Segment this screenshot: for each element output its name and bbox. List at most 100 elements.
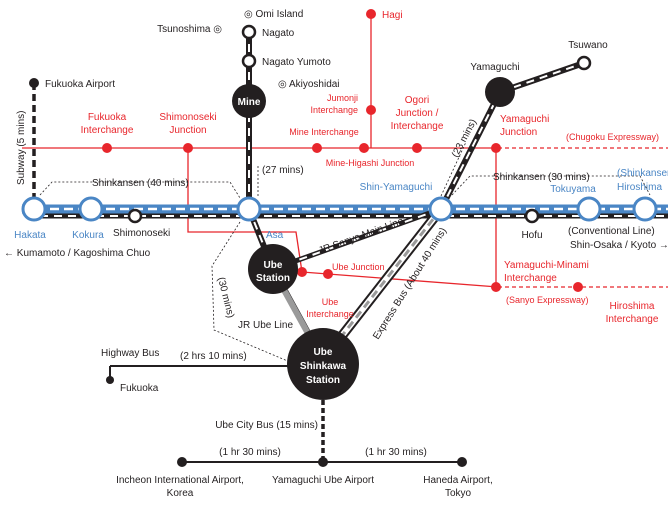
yamaguchi-ube-airport-dot[interactable] <box>318 457 328 467</box>
fukuoka-ic-dot <box>102 143 112 153</box>
fukuoka-ic-label-1: Fukuoka <box>88 112 127 123</box>
haneda-airport-dot[interactable] <box>457 457 467 467</box>
nagato-label: Nagato <box>262 28 295 39</box>
conventional-rail <box>40 30 668 362</box>
mine-label: Mine <box>238 97 261 108</box>
ube-station[interactable] <box>248 244 298 294</box>
hagi-label: Hagi <box>382 10 403 21</box>
nagato-station[interactable] <box>241 24 257 40</box>
ube-shinkawa-label-3: Station <box>306 375 340 386</box>
hagi-dot <box>366 9 376 19</box>
ube-shinkawa-label-1: Ube <box>314 347 333 358</box>
asa-station[interactable] <box>236 196 262 222</box>
conventional-line-label: (Conventional Line) <box>568 226 655 237</box>
shimonoseki-jct-label-1: Shimonoseki <box>159 112 216 123</box>
shin-osaka-kyoto-label: Shin-Osaka / Kyoto → <box>570 240 668 251</box>
ube-shinkawa-label-2: Shinkawa <box>300 361 347 372</box>
ogori-label-2: Junction / <box>396 108 439 119</box>
hofu-station[interactable] <box>524 208 540 224</box>
ube-jct-dot <box>323 269 333 279</box>
shinkansen-40-label: Shinkansen (40 mins) <box>92 178 189 189</box>
ube-ic-label-2: Interchange <box>306 309 354 319</box>
nagato-yumoto-station[interactable] <box>241 53 257 69</box>
yamaguchi-label: Yamaguchi <box>470 62 519 73</box>
ube-station-label-1: Ube <box>264 260 283 271</box>
chugoku-expressway-label: (Chugoku Expressway) <box>566 132 659 142</box>
hiroshima-label-1: (Shinkansen) <box>617 168 668 179</box>
yamaguchi-minami-dot <box>491 282 501 292</box>
incheon-airport-dot[interactable] <box>177 457 187 467</box>
kokura-station[interactable] <box>78 196 104 222</box>
mins-30-label: (30 mins) <box>215 276 236 319</box>
shimonoseki-jct-dot <box>183 143 193 153</box>
jumonji-label-1: Jumonji <box>327 93 358 103</box>
jumonji-dot <box>366 105 376 115</box>
fukuoka-airport-label: Fukuoka Airport <box>45 79 115 90</box>
tokuyama-station[interactable] <box>576 196 602 222</box>
hiroshima-ic-dot <box>573 282 583 292</box>
ube-ic-label-1: Ube <box>322 297 339 307</box>
jr-sanyo-main-line-label: JR Sanyo Main Line <box>317 216 405 257</box>
yamaguchi-minami-label-1: Yamaguchi-Minami <box>504 260 589 271</box>
highway-bus-time-label: (2 hrs 10 mins) <box>180 351 247 362</box>
tsuwano-station[interactable] <box>576 55 592 71</box>
kumamoto-label: ← Kumamoto / Kagoshima Chuo <box>4 248 151 259</box>
ogori-dot <box>412 143 422 153</box>
mine-higashi-jct-label: Mine-Higashi Junction <box>326 158 415 168</box>
mine-higashi-jct-dot <box>359 143 369 153</box>
hiroshima-ic-label-2: Interchange <box>606 314 659 325</box>
nagato-yumoto-label: Nagato Yumoto <box>262 57 331 68</box>
hiroshima-label-2: Hiroshima <box>617 182 662 193</box>
haneda-label-2: Tokyo <box>445 488 472 499</box>
shimonoseki-ube-road <box>187 148 303 273</box>
highway-bus-label: Highway Bus <box>101 348 159 359</box>
yamaguchi-station[interactable] <box>485 77 515 107</box>
yamaguchi-ube-airport-label: Yamaguchi Ube Airport <box>272 475 374 486</box>
flight-incheon-label: (1 hr 30 mins) <box>219 447 281 458</box>
tsuwano-label: Tsuwano <box>568 40 608 51</box>
mine-station[interactable] <box>232 84 266 118</box>
timing-brackets <box>39 141 651 363</box>
yamaguchi-jct-dot <box>491 143 501 153</box>
shinkansen-30-label: Shinkansen (30 mins) <box>493 172 590 183</box>
kokura-label: Kokura <box>72 230 104 241</box>
yamaguchi-jct-label-2: Junction <box>500 127 537 138</box>
ube-ic-dot <box>297 267 307 277</box>
sanyo-expressway-line <box>301 271 499 288</box>
ogori-label-1: Ogori <box>405 95 429 106</box>
hakata-station[interactable] <box>21 196 47 222</box>
yamaguchi-minami-label-2: Interchange <box>504 273 557 284</box>
fukuoka-airport-dot[interactable] <box>29 78 39 88</box>
incheon-label-2: Korea <box>167 488 194 499</box>
shin-yamaguchi-station[interactable] <box>428 196 454 222</box>
hofu-label: Hofu <box>521 230 542 241</box>
ube-city-bus-label: Ube City Bus (15 mins) <box>215 420 318 431</box>
asa-label: Asa <box>266 230 284 241</box>
akiyoshidai-label: ◎ Akiyoshidai <box>278 79 340 90</box>
fukuoka-ic-label-2: Interchange <box>81 125 134 136</box>
hiroshima-ic-label-1: Hiroshima <box>609 301 654 312</box>
ube-jct-label: Ube Junction <box>332 262 385 272</box>
omi-island-label: ◎ Omi Island <box>244 9 303 20</box>
shimonoseki-jct-label-2: Junction <box>169 125 206 136</box>
fukuoka-stop[interactable] <box>106 376 114 384</box>
interchange-dots <box>102 9 583 292</box>
tsunoshima-label: Tsunoshima ◎ <box>157 24 222 35</box>
shin-yamaguchi-label: Shin-Yamaguchi <box>360 182 433 193</box>
subway-label: Subway (5 mins) <box>16 111 27 185</box>
tokuyama-label: Tokuyama <box>550 184 596 195</box>
shimonoseki-station[interactable] <box>127 208 143 224</box>
flight-haneda-label: (1 hr 30 mins) <box>365 447 427 458</box>
ogori-label-3: Interchange <box>391 121 444 132</box>
sanyo-expressway-label: (Sanyo Expressway) <box>506 295 589 305</box>
mine-ic-label: Mine Interchange <box>289 127 359 137</box>
hakata-label: Hakata <box>14 230 46 241</box>
hiroshima-station[interactable] <box>632 196 658 222</box>
ube-shinkawa-station[interactable] <box>287 328 359 400</box>
ube-station-label-2: Station <box>256 273 290 284</box>
incheon-label-1: Incheon International Airport, <box>116 475 244 486</box>
fukuoka-label: Fukuoka <box>120 383 159 394</box>
shimonoseki-label: Shimonoseki <box>113 228 170 239</box>
yamaguchi-jct-label-1: Yamaguchi <box>500 114 549 125</box>
